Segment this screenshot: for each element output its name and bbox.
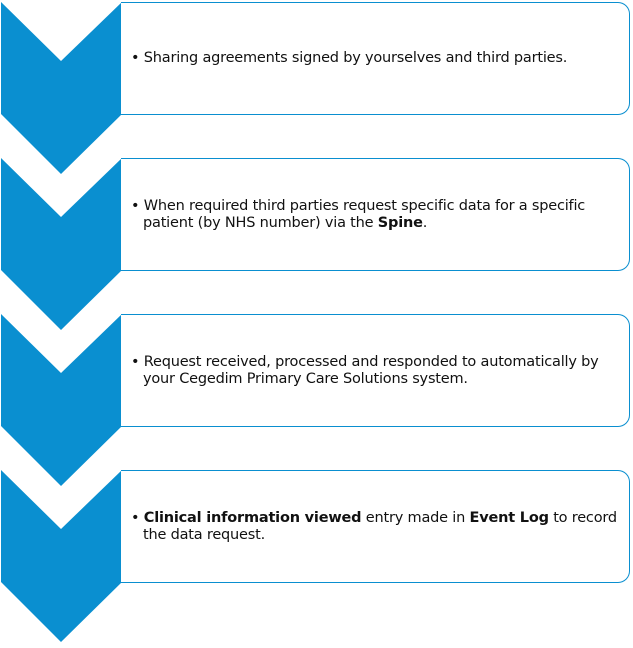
step-text: • When required third parties request sp… xyxy=(131,197,586,231)
bold-term: Clinical information viewed xyxy=(143,509,362,526)
step-box: • Sharing agreements signed by yourselve… xyxy=(121,2,630,115)
flow-step: • Request received, processed and respon… xyxy=(0,314,633,488)
step-box: • When required third parties request sp… xyxy=(121,158,630,271)
text-segment: Request received, processed and responde… xyxy=(143,353,599,387)
text-segment: . xyxy=(422,214,428,231)
step-text: • Request received, processed and respon… xyxy=(131,353,599,387)
chevron-down-icon xyxy=(1,470,122,642)
chevron-down-icon xyxy=(1,2,122,174)
step-box: • Clinical information viewed entry made… xyxy=(121,470,630,583)
chevron-down-icon xyxy=(1,314,122,486)
bold-term: Event Log xyxy=(469,509,549,526)
flow-step: • When required third parties request sp… xyxy=(0,158,633,332)
step-text: • Sharing agreements signed by yourselve… xyxy=(131,50,568,66)
text-segment: When required third parties request spec… xyxy=(143,197,586,231)
step-box: • Request received, processed and respon… xyxy=(121,314,630,427)
flow-step: • Clinical information viewed entry made… xyxy=(0,470,633,644)
text-segment: Sharing agreements signed by yourselves … xyxy=(143,50,568,66)
chevron-down-icon xyxy=(1,158,122,330)
flow-step: • Sharing agreements signed by yourselve… xyxy=(0,2,633,176)
text-segment: to record the data request. xyxy=(143,509,617,543)
bold-term: Spine xyxy=(377,214,423,231)
step-text: • Clinical information viewed entry made… xyxy=(131,509,617,543)
text-segment: entry made in xyxy=(361,509,470,526)
